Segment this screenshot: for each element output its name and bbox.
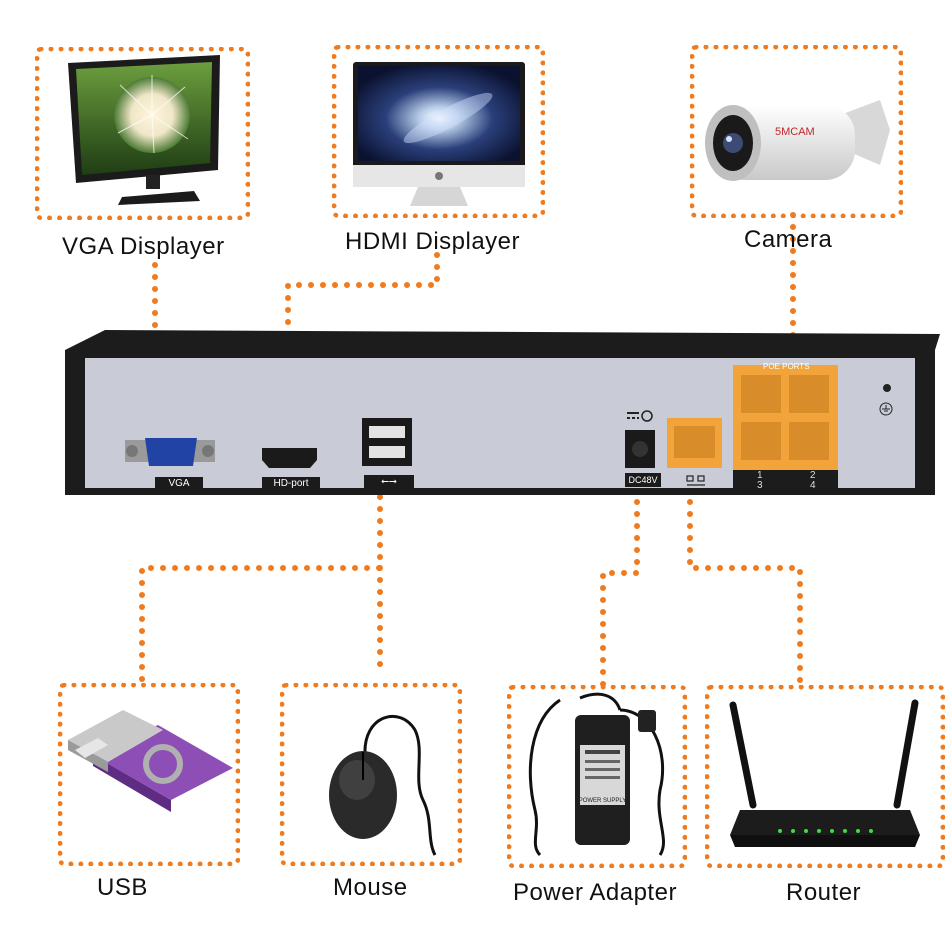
usb-connection-line — [139, 482, 383, 683]
mouse-icon — [329, 714, 437, 856]
usb-port-label: ⭠⭢ — [364, 475, 414, 489]
nvr-recorder — [65, 330, 940, 495]
network-icon — [686, 475, 705, 486]
router-icon — [729, 699, 920, 847]
vga-display-label: VGA Displayer — [62, 233, 225, 260]
ground-icon — [879, 402, 893, 416]
hdmi-display-frame — [332, 45, 545, 218]
poe-port-1-number: 1 — [757, 470, 763, 481]
camera-brand-text: 5MCAM — [775, 126, 815, 138]
monitor-icon — [68, 55, 220, 205]
poe-port-2-number: 2 — [810, 470, 816, 481]
usb-frame — [58, 683, 240, 866]
bullet-camera-icon: 5MCAM — [705, 100, 890, 181]
vga-port-label: VGA — [155, 477, 203, 491]
poe-port-4-number: 4 — [810, 480, 816, 491]
hdmi-port-label: HD-port — [262, 477, 320, 491]
power-adapter-label: Power Adapter — [513, 879, 677, 906]
usb-label: USB — [97, 874, 148, 901]
mouse-frame — [280, 683, 462, 866]
usb-drive-icon — [68, 710, 233, 812]
imac-icon — [353, 62, 525, 206]
power-connection-line — [600, 487, 640, 688]
mouse-label: Mouse — [333, 874, 408, 901]
power-supply-text: POWER SUPPLY — [579, 798, 627, 804]
camera-frame — [690, 45, 903, 218]
power-port-label: DC48V — [625, 473, 661, 487]
router-frame — [705, 685, 945, 868]
poe-header-label: POE PORTS — [763, 362, 810, 371]
vga-display-frame — [35, 47, 250, 220]
hdmi-display-label: HDMI Displayer — [345, 228, 521, 255]
router-label: Router — [786, 879, 862, 906]
camera-label: Camera — [744, 226, 833, 253]
power-adapter-icon: POWER SUPPLY — [528, 692, 665, 857]
dc-power-icon — [627, 410, 653, 422]
poe-port-3-number: 3 — [757, 480, 763, 491]
router-connection-line — [687, 487, 803, 688]
power-adapter-frame — [507, 685, 687, 868]
